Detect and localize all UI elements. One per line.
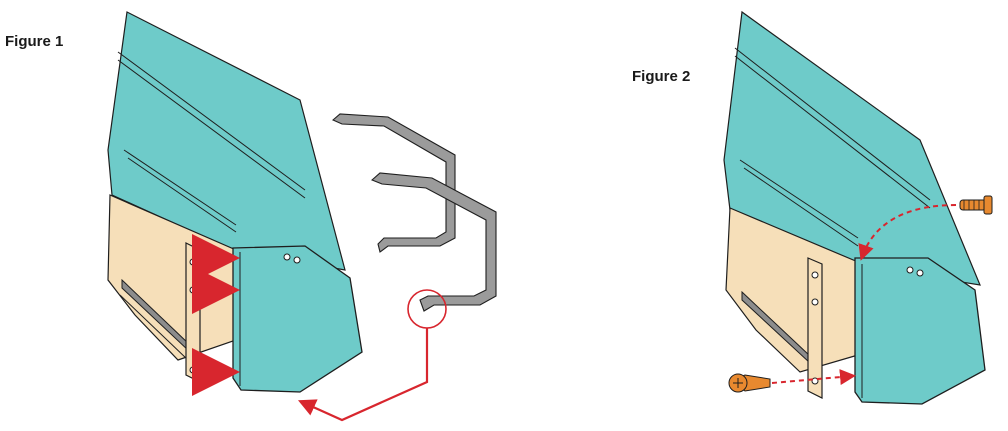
fig2-plate-hole — [811, 298, 819, 306]
fig2-fold-line — [743, 167, 859, 247]
figure-1-label: Figure 1 — [5, 33, 64, 50]
fig2-fold-line — [739, 159, 859, 239]
fig1-fold-line — [117, 59, 306, 199]
fig2-bracket-plate — [807, 257, 823, 399]
fig2-lower-dashed-arrow — [771, 369, 856, 386]
fig1-plate-hole — [189, 286, 197, 294]
figure-1-illustration — [107, 11, 497, 422]
screw-icon — [728, 373, 771, 393]
fig2-plate-hole — [811, 271, 819, 279]
fig1-cap-hole — [293, 256, 301, 264]
fig2-fold-line — [734, 47, 931, 201]
fig2-cap-hole — [906, 266, 914, 274]
fig2-cap-hole — [916, 269, 924, 277]
screw-icon — [959, 195, 993, 215]
fig1-plate-hole — [189, 258, 197, 266]
figure-2-label: Figure 2 — [632, 68, 691, 85]
fig1-cap-hole — [283, 253, 291, 261]
fig1-fold-line — [123, 149, 237, 226]
fig1-gray-bracket-back — [331, 113, 456, 253]
fig2-plate-hole — [811, 377, 819, 385]
figure-2-illustration — [723, 10, 993, 405]
fig1-fold-line — [117, 51, 306, 191]
fig1-gray-bracket-front — [370, 172, 497, 312]
fig1-fold-line — [127, 157, 237, 233]
fig1-plate-hole — [189, 366, 197, 374]
fig1-rail-line — [119, 294, 189, 361]
fig2-end-cap — [854, 257, 986, 405]
fig2-fold-line — [734, 55, 931, 209]
fig2-upper-dashed-arrow — [858, 204, 957, 261]
fig1-callout-leader — [297, 328, 429, 422]
